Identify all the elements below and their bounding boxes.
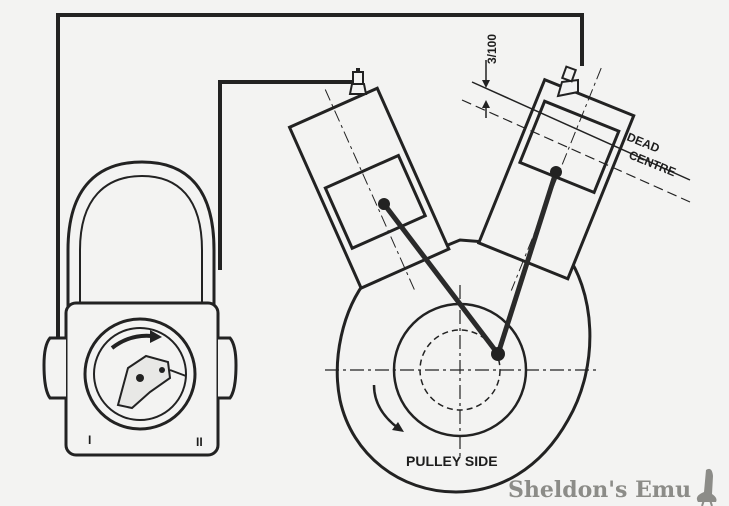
offset-line <box>461 99 691 203</box>
gap-arrowhead-top-icon <box>482 80 490 88</box>
contact-breaker-rim <box>83 317 197 431</box>
rear-connecting-rod <box>495 171 559 355</box>
flywheel-rotation-arrow-icon <box>372 384 399 429</box>
pulley-side-label: PULLEY SIDE <box>406 453 498 469</box>
magneto-arch-inner <box>79 174 203 320</box>
flywheel-arrowhead-icon <box>392 422 404 432</box>
contact-breaker-arm <box>116 354 172 410</box>
magneto: I II <box>42 160 238 457</box>
magneto-arch <box>66 160 216 350</box>
dead-centre-line <box>471 81 691 181</box>
gap-arrowhead-bottom-icon <box>482 100 490 108</box>
front-gudgeon-pin <box>378 198 390 210</box>
connecting-rods <box>378 166 562 361</box>
magneto-right-boss <box>218 336 238 400</box>
watermark-text: Sheldon's Emu <box>508 477 691 503</box>
rotation-arrowhead-icon <box>150 330 162 343</box>
rotation-arrow-icon <box>110 333 153 350</box>
wire-rear-cylinder <box>56 13 584 348</box>
contact-screw-icon <box>159 367 165 373</box>
contact-2-label: II <box>196 435 203 449</box>
front-connecting-rod <box>382 202 500 356</box>
gap-label: 3/100 <box>485 34 499 64</box>
contact-spring <box>169 369 187 377</box>
big-end <box>491 347 505 361</box>
magneto-left-boss <box>42 336 66 400</box>
rear-gudgeon-pin <box>550 166 562 178</box>
rear-spark-plug-icon <box>556 65 579 98</box>
pivot-screw-icon <box>136 374 144 382</box>
contact-1-label: I <box>88 433 91 447</box>
front-cylinder-axis <box>324 89 416 291</box>
emu-logo <box>696 468 717 506</box>
contact-breaker-inner <box>93 327 187 421</box>
watermark: Sheldon's Emu <box>508 468 717 506</box>
front-spark-plug-icon <box>348 71 368 95</box>
